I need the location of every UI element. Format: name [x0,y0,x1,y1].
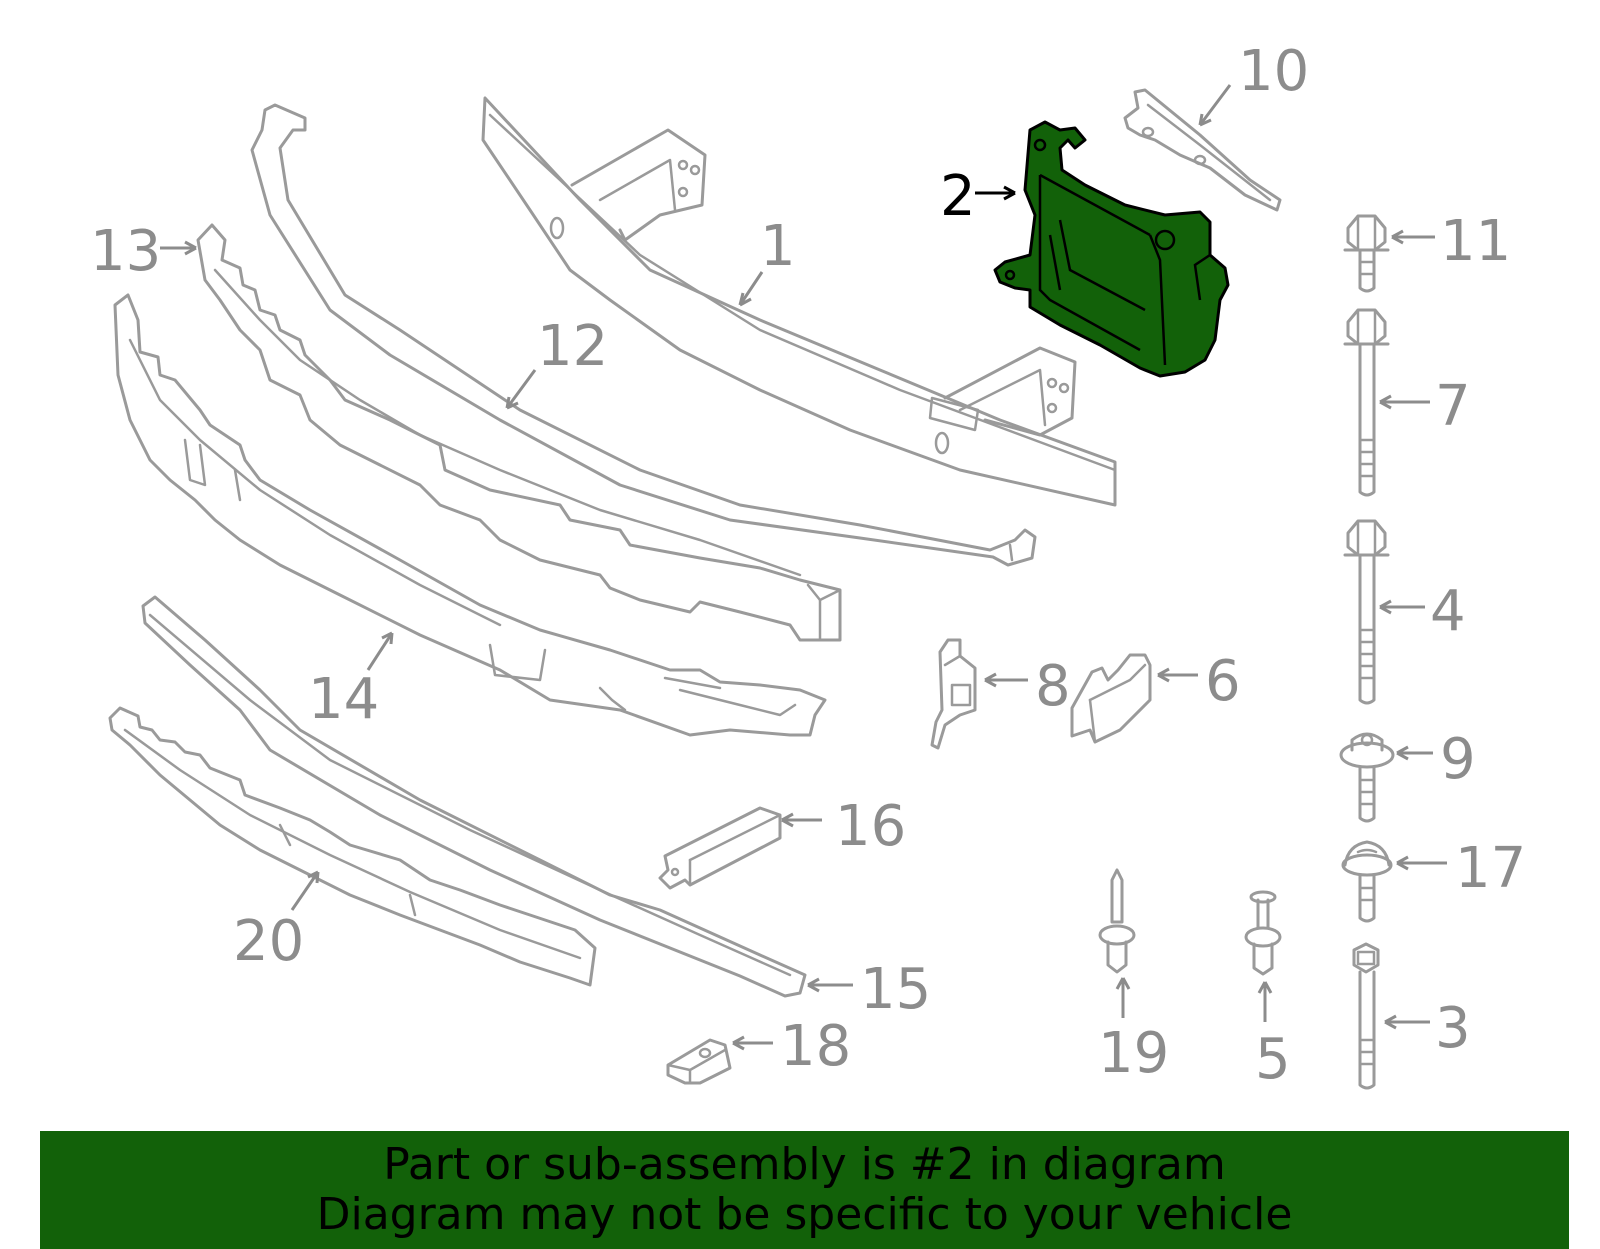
callout-11: 11 [1440,209,1511,274]
part-19-rivet[interactable] [1098,868,1136,974]
part-1-bumper-beam[interactable] [481,96,1117,507]
callout-14: 14 [308,667,379,732]
callout-8: 8 [1035,654,1071,719]
part-7-bolt[interactable] [1343,308,1390,497]
part-18-clip[interactable] [666,1038,732,1085]
banner-disclaimer: Diagram may not be specific to your vehi… [316,1189,1293,1240]
callout-10: 10 [1238,39,1309,104]
parts-diagram: 1 2 3 4 5 6 7 8 9 10 11 12 13 14 15 16 1… [90,39,1526,1092]
part-11-bolt[interactable] [1343,214,1390,293]
callout-17: 17 [1455,836,1526,901]
callout-5: 5 [1255,1027,1291,1092]
callout-6: 6 [1205,649,1241,714]
callout-13: 13 [90,219,161,284]
callout-19: 19 [1098,1021,1169,1086]
info-banner: Part or sub-assembly is #2 in diagram Di… [40,1131,1569,1249]
callout-18: 18 [780,1014,851,1079]
banner-part-note: Part or sub-assembly is #2 in diagram [383,1139,1226,1190]
part-13-energy-absorber[interactable] [196,223,842,642]
part-15-lower-bar[interactable] [141,595,807,998]
callout-15: 15 [860,957,931,1022]
callout-3: 3 [1435,996,1471,1061]
part-8-bracket[interactable] [930,638,977,750]
part-12-upper-strip[interactable] [250,103,1037,567]
callout-4: 4 [1430,579,1466,644]
part-9-screw[interactable] [1339,732,1395,823]
part-4-bolt[interactable] [1343,519,1390,705]
part-20-lower-strip[interactable] [108,706,597,987]
part-3-bolt[interactable] [1352,942,1380,1090]
callout-arrows [160,84,1447,1051]
callout-12: 12 [537,314,608,379]
part-17-screw[interactable] [1341,840,1393,923]
callout-2: 2 [940,164,976,229]
callout-16: 16 [835,794,906,859]
callout-7: 7 [1435,374,1471,439]
part-16-bracket[interactable] [658,806,782,890]
part-6-bracket[interactable] [1070,653,1152,744]
part-5-rivet[interactable] [1244,890,1282,976]
callout-20: 20 [233,909,304,974]
part-2-highlighted-bracket[interactable] [993,120,1230,378]
callout-9: 9 [1440,727,1476,792]
part-14-lower-absorber[interactable] [113,293,827,737]
callout-1: 1 [760,214,796,279]
part-10-bracket[interactable] [1123,88,1282,212]
